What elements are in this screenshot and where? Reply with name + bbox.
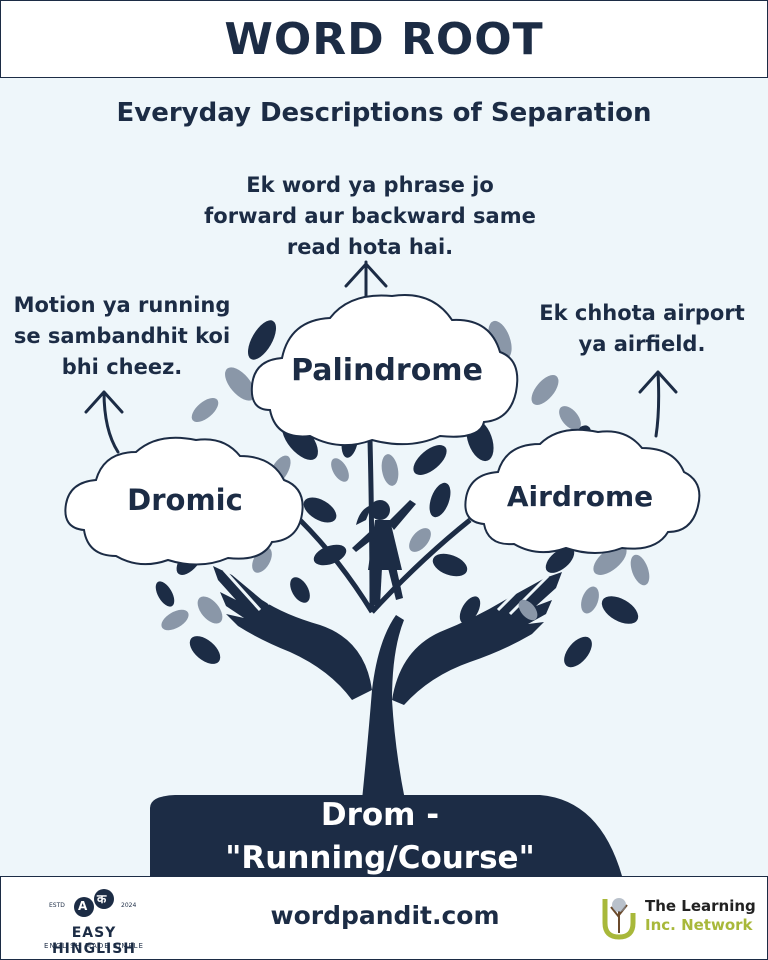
tree-illustration [64,260,701,876]
cloud-dromic [64,436,304,566]
definition-line: Motion ya running [13,293,231,317]
logo-name: EASY HINGLISH [51,925,137,957]
root-meaning: "Running/Course" [225,840,535,876]
definition-line: bhi cheez. [61,355,183,379]
dromic-definition: Motion ya running se sambandhit koi bhi … [0,290,244,383]
root-word: Drom - [320,797,440,833]
child-figure-icon [352,500,416,605]
airdrome-definition: Ek chhota airport ya airfield. [522,298,762,360]
logo-badge-icon [74,889,114,917]
badge-a: A [78,899,88,913]
tree-trunk [362,615,405,800]
definition-line: read hota hai. [286,235,454,259]
right-hand-icon [392,572,562,705]
subtitle: Everyday Descriptions of Separation [116,98,652,128]
word-airdrome: Airdrome [506,480,654,513]
tree-logo-icon [602,898,636,940]
definition-line: forward aur backward same [204,204,536,228]
left-hand-icon [213,566,372,700]
root-mound [150,795,622,876]
website-link[interactable]: wordpandit.com [270,901,500,930]
definition-line: se sambandhit koi [13,324,231,348]
arrow-dromic [84,390,124,454]
logo-line-2: Inc. Network [645,916,753,934]
word-dromic: Dromic [127,483,243,517]
page-title: WORD ROOT [224,13,544,65]
badge-k: क [97,892,107,906]
arrow-airdrome [638,370,678,438]
easy-hinglish-logo: A क ESTD 2024 EASY HINGLISH ENGLISH MADE… [29,885,159,957]
palindrome-definition: Ek word ya phrase jo forward aur backwar… [190,170,550,263]
infographic-panel: Everyday Descriptions of Separation Ek w… [0,78,768,876]
logo-tagline: ENGLISH MADE SIMPLE [44,942,144,950]
root-definition: Drom - "Running/Course" [190,794,570,880]
footer-bar: A क ESTD 2024 EASY HINGLISH ENGLISH MADE… [0,876,768,960]
word-palindrome: Palindrome [291,353,483,388]
learning-inc-logo: The Learning Inc. Network [599,893,759,949]
cloud-airdrome [464,428,701,554]
definition-line: Ek chhota airport [539,301,745,325]
definition-line: Ek word ya phrase jo [246,173,494,197]
cloud-palindrome [250,294,519,447]
header-bar: WORD ROOT [0,0,768,78]
logo-line-1: The Learning [645,897,756,915]
logo-year: 2024 [121,902,137,909]
definition-line: ya airfield. [578,332,706,356]
logo-estd: ESTD [49,902,65,909]
